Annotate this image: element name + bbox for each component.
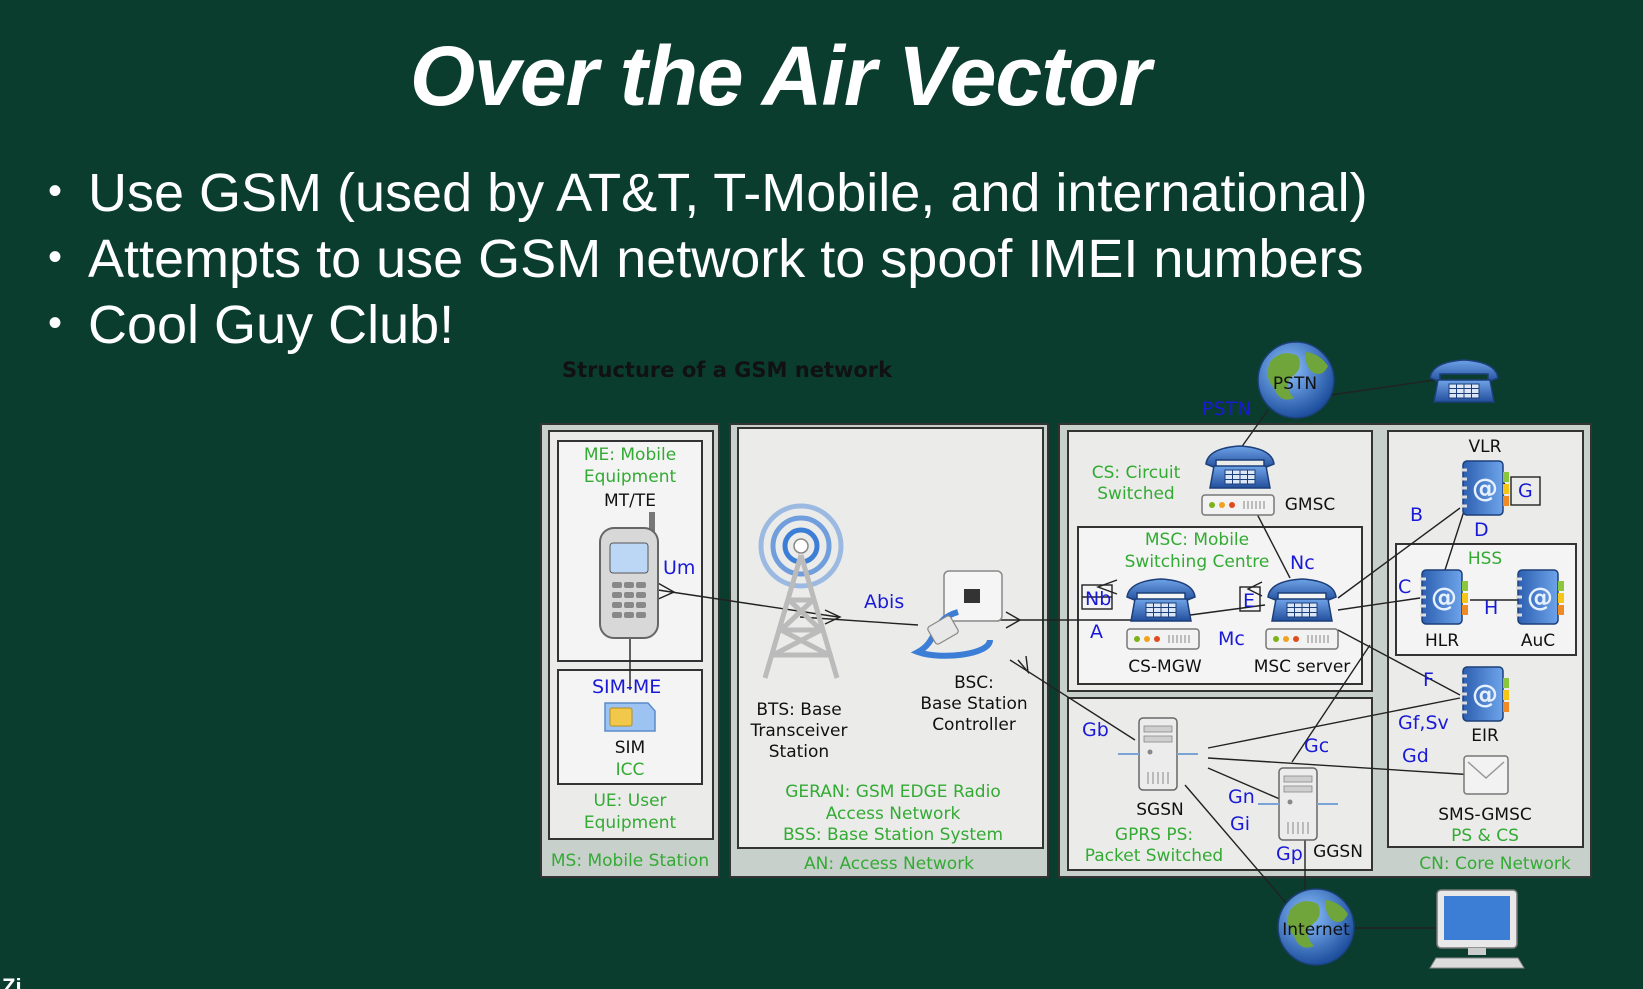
bss-label: BSS: Base Station System (783, 825, 1003, 845)
gmsc-label: GMSC (1285, 495, 1336, 515)
gmsc-switch-icon (1201, 445, 1275, 516)
sgsn-label: SGSN (1136, 800, 1183, 820)
cs-label: CS: Circuit (1092, 463, 1181, 483)
gprs-label: Packet Switched (1085, 846, 1223, 866)
gprs-label: GPRS PS: (1115, 825, 1193, 845)
bts-label: BTS: Base (756, 700, 841, 720)
ue-label: Equipment (584, 813, 677, 833)
bsc-label: Controller (932, 715, 1016, 735)
geran-label: GERAN: GSM EDGE Radio (785, 782, 1000, 802)
c-interface-label: C (1398, 576, 1411, 598)
gf-sv-interface-label: Gf,Sv (1398, 712, 1449, 734)
sim-label: SIM (615, 738, 645, 758)
me-label: ME: Mobile (584, 445, 676, 465)
bts-label: Station (769, 742, 829, 762)
bullet-item: Use GSM (used by AT&T, T-Mobile, and int… (48, 158, 1368, 226)
sim-card-icon (604, 702, 656, 732)
bts-tower-icon (758, 503, 844, 679)
gn-interface-label: Gn (1228, 786, 1255, 808)
msc-label: MSC: Mobile (1145, 530, 1249, 550)
sms-gmsc-label: SMS-GMSC (1438, 805, 1532, 825)
bullet-list: Use GSM (used by AT&T, T-Mobile, and int… (48, 158, 1368, 358)
mc-interface-label: Mc (1218, 628, 1245, 650)
sms-gmsc-icon (1463, 755, 1509, 795)
gc-interface-label: Gc (1304, 735, 1329, 757)
hlr-database-icon (1418, 568, 1470, 626)
diagram-title: Structure of a GSM network (562, 358, 893, 382)
telephone-icon (1429, 359, 1499, 403)
cn-section-label: CN: Core Network (1419, 854, 1571, 874)
gp-interface-label: Gp (1276, 843, 1303, 865)
internet-globe-icon (1277, 888, 1355, 966)
hlr-label: HLR (1425, 631, 1459, 651)
f-interface-label: F (1423, 669, 1434, 691)
gd-interface-label: Gd (1402, 745, 1429, 767)
bsc-label: Base Station (920, 694, 1027, 714)
gi-interface-label: Gi (1230, 813, 1250, 835)
um-interface-label: Um (663, 557, 695, 579)
abis-interface-label: Abis (864, 591, 904, 613)
cs-mgw-switch-icon (1126, 578, 1200, 650)
g-frame (1510, 476, 1541, 506)
icc-label: ICC (616, 760, 645, 780)
ue-label: UE: User (593, 791, 666, 811)
e-interface-label: E (1243, 590, 1255, 612)
msc-server-switch-icon (1265, 578, 1339, 650)
cs-mgw-label: CS-MGW (1128, 657, 1202, 677)
geran-box (737, 427, 1044, 849)
g-interface-label: G (1518, 480, 1533, 502)
auc-database-icon (1514, 568, 1566, 626)
hss-label: HSS (1468, 549, 1502, 569)
bts-label: Transceiver (750, 721, 848, 741)
slide-title: Over the Air Vector (409, 29, 1151, 123)
ms-section-label: MS: Mobile Station (551, 851, 709, 871)
mobile-phone-icon (599, 512, 659, 639)
an-section-label: AN: Access Network (804, 854, 974, 874)
computer-icon (1429, 889, 1525, 969)
gb-interface-label: Gb (1082, 719, 1109, 741)
nb-interface-label: Nb (1085, 588, 1111, 610)
a-interface-label: A (1090, 621, 1103, 643)
e-frame (1239, 586, 1261, 612)
corner-logo-mark: Zi (2, 974, 22, 989)
bullet-item: Attempts to use GSM network to spoof IME… (48, 224, 1368, 292)
pstn-label: PSTN (1273, 374, 1317, 394)
bullet-item: Cool Guy Club! (48, 290, 1368, 358)
gprs-box (1067, 697, 1373, 871)
geran-label: Access Network (826, 804, 961, 824)
mt-te-label: MT/TE (604, 491, 656, 511)
ggsn-label: GGSN (1313, 842, 1363, 862)
cs-label: Switched (1097, 484, 1174, 504)
d-interface-label: D (1474, 519, 1489, 541)
ps-cs-label: PS & CS (1451, 826, 1519, 846)
vlr-label: VLR (1469, 437, 1502, 457)
auc-label: AuC (1521, 631, 1555, 651)
vlr-database-icon (1459, 459, 1511, 517)
me-label: Equipment (584, 467, 677, 487)
bsc-router-icon (910, 570, 1003, 659)
pstn-interface-label: PSTN (1202, 398, 1251, 420)
eir-label: EIR (1471, 726, 1499, 746)
nc-interface-label: Nc (1290, 552, 1315, 574)
h-interface-label: H (1484, 597, 1498, 619)
msc-label: Switching Centre (1125, 552, 1270, 572)
msc-server-label: MSC server (1254, 657, 1351, 677)
bsc-label: BSC: (954, 673, 994, 693)
pstn-globe-icon (1257, 341, 1335, 419)
internet-label: Internet (1282, 920, 1350, 940)
eir-database-icon (1459, 665, 1511, 723)
b-interface-label: B (1410, 504, 1423, 526)
sim-me-interface-label: SIM-ME (592, 676, 661, 698)
